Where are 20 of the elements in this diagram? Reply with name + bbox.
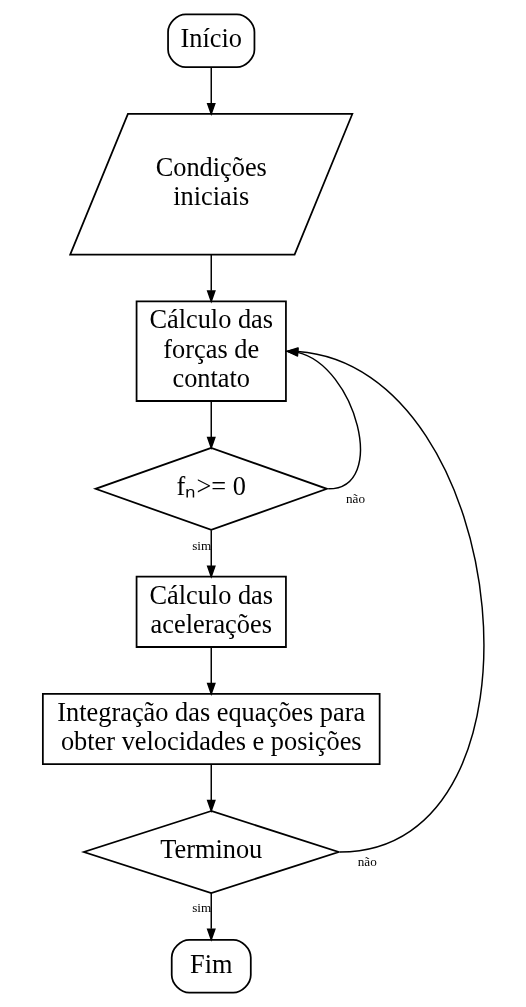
node-box: Cálculo das acelerações xyxy=(135,575,287,648)
arrow xyxy=(206,646,216,696)
arrow xyxy=(206,66,216,117)
arrow xyxy=(206,763,216,814)
edge-label: não xyxy=(357,854,377,870)
node-box: Início xyxy=(166,13,255,68)
arrow xyxy=(284,347,484,853)
arrow xyxy=(206,892,216,942)
edge-label: sim xyxy=(191,537,211,553)
arrow xyxy=(206,529,216,579)
node-diamond: fₙ>= 0 xyxy=(92,446,330,531)
edge-label: não xyxy=(345,491,365,507)
arrow xyxy=(284,347,361,490)
arrow xyxy=(206,400,216,450)
edge-label: sim xyxy=(191,900,211,916)
node-diamond: Terminou xyxy=(80,810,342,894)
node-box: Cálculo das forças de contato xyxy=(135,300,287,402)
arrow xyxy=(206,254,216,304)
node-box: Integração das equações para obter velocidades e posições xyxy=(41,693,381,766)
node-box: Fim xyxy=(170,939,252,994)
